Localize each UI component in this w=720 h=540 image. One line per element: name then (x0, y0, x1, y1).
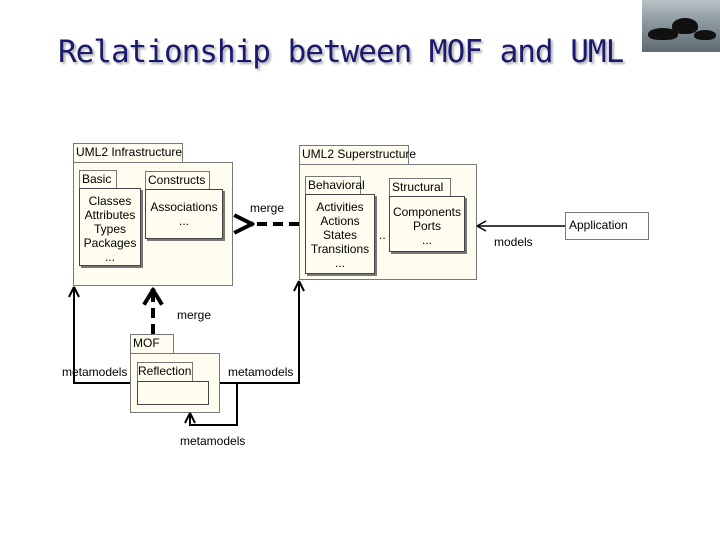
orca-photo (642, 0, 720, 52)
structural-items: Components Ports ... (389, 205, 465, 247)
behavioral-item: ... (334, 256, 345, 270)
application-label: Application (569, 218, 628, 232)
merge-label-vertical: merge (177, 308, 212, 322)
behavioral-package (305, 194, 375, 274)
superstructure-ellipsis: .. (379, 228, 386, 242)
metamodels-self-loop (189, 383, 238, 426)
basic-item: Packages (83, 236, 137, 250)
metamodels-label-right: metamodels (228, 365, 294, 379)
structural-item: Components (392, 205, 462, 219)
models-label: models (494, 235, 533, 249)
metamodels-arrowhead-left (68, 286, 80, 298)
metamodels-line-left (73, 287, 130, 384)
structural-tab: Structural (389, 178, 451, 197)
metamodels-arrowhead-self (184, 412, 196, 424)
infrastructure-tab: UML2 Infrastructure (73, 143, 183, 163)
structural-item: ... (421, 233, 432, 247)
metamodels-label-left: metamodels (62, 365, 128, 379)
behavioral-item: Actions (320, 214, 360, 228)
behavioral-items: Activities Actions States Transitions ..… (305, 200, 375, 270)
basic-item: Classes (88, 194, 132, 208)
basic-item: Attributes (84, 208, 136, 222)
metamodels-arrowhead-right (293, 280, 305, 292)
mof-tab: MOF (130, 334, 174, 354)
constructs-item: Associations (150, 200, 218, 214)
metamodels-line-right (220, 281, 300, 384)
reflection-package (137, 381, 209, 405)
merge-label-horizontal: merge (250, 201, 285, 215)
merge-arrowhead-up (142, 287, 164, 306)
structural-item: Ports (412, 219, 441, 233)
behavioral-tab: Behavioral (305, 176, 365, 195)
reflection-tab: Reflection (137, 362, 193, 382)
application-box (565, 212, 649, 240)
constructs-item: ... (178, 214, 189, 228)
models-arrowhead (476, 220, 487, 232)
constructs-items: Associations ... (145, 200, 223, 228)
constructs-tab: Constructs (145, 171, 210, 190)
constructs-package (145, 189, 223, 239)
basic-package (79, 188, 141, 266)
basic-item: ... (104, 250, 115, 264)
merge-arrowhead-left (233, 213, 255, 235)
behavioral-item: Activities (316, 200, 364, 214)
page-title: Relationship between MOF and UML (58, 34, 624, 70)
structural-package (389, 196, 465, 252)
metamodels-label-bottom: metamodels (180, 434, 246, 448)
behavioral-item: States (322, 228, 358, 242)
basic-items: Classes Attributes Types Packages ... (79, 194, 141, 264)
behavioral-item: Transitions (310, 242, 370, 256)
basic-item: Types (93, 222, 126, 236)
